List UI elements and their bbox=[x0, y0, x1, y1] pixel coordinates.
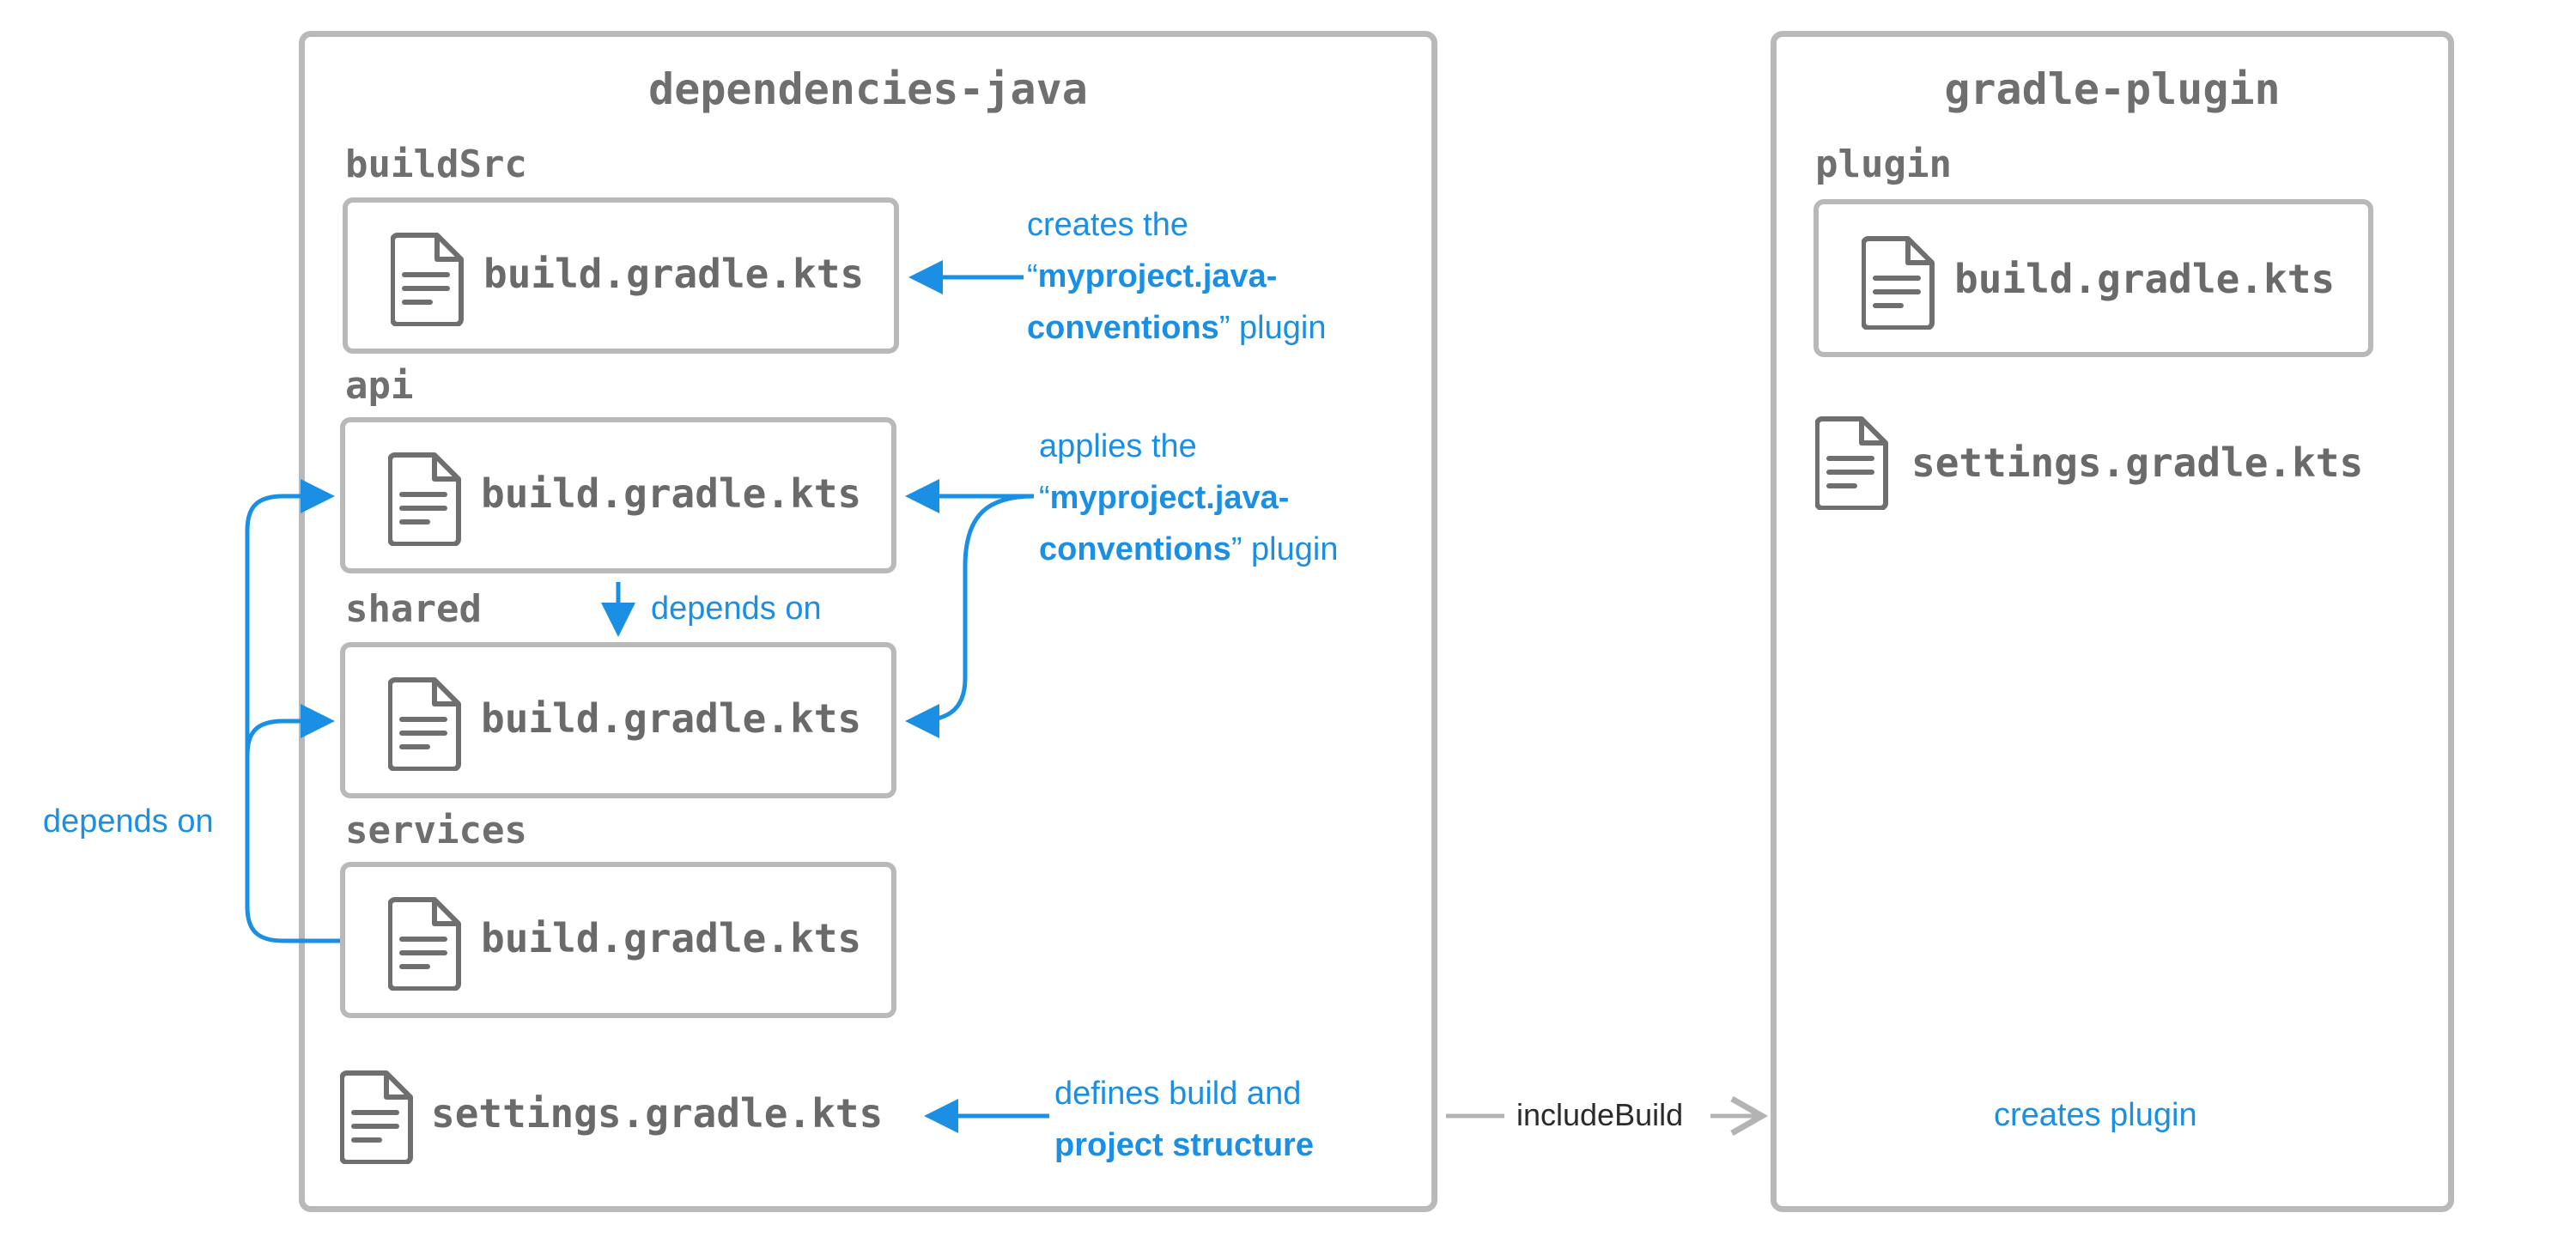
container-title: dependencies-java bbox=[648, 64, 1088, 114]
module-label-buildsrc: buildSrc bbox=[345, 142, 527, 186]
file-name-settings-gradle-kts: settings.gradle.kts bbox=[1911, 440, 2364, 486]
quote-close: ” bbox=[1230, 531, 1242, 567]
quote-open: “ bbox=[1039, 480, 1050, 516]
document-icon bbox=[391, 233, 464, 326]
annotation-line: applies the bbox=[1039, 428, 1197, 464]
quote-open: “ bbox=[1027, 258, 1038, 294]
annotation-bold: project structure bbox=[1054, 1127, 1314, 1163]
module-api: build.gradle.kts bbox=[340, 417, 896, 573]
annotation-depends-on-shared: depends on bbox=[651, 591, 822, 627]
annotation-line: creates the bbox=[1027, 207, 1188, 243]
annotation-defines: defines build and project structure bbox=[1054, 1068, 1314, 1171]
document-icon bbox=[1862, 236, 1935, 330]
document-icon bbox=[388, 677, 461, 771]
file-name-build-gradle-kts: build.gradle.kts bbox=[1954, 256, 2336, 302]
quote-close: ” bbox=[1218, 310, 1230, 346]
module-buildsrc: build.gradle.kts bbox=[343, 197, 899, 354]
container-title: gradle-plugin bbox=[1944, 64, 2281, 114]
plugin-id-part: myproject.java- bbox=[1049, 480, 1290, 516]
annotation-line: defines build and bbox=[1054, 1076, 1302, 1112]
module-label-plugin: plugin bbox=[1815, 142, 1952, 186]
document-icon bbox=[388, 897, 461, 991]
arrow-services-to-api bbox=[245, 479, 340, 943]
arrow-services-to-shared bbox=[245, 704, 335, 756]
annotation-applies: applies the “myproject.java- conventions… bbox=[1039, 421, 1338, 575]
arrow-applies-shared bbox=[905, 494, 1035, 738]
module-services: build.gradle.kts bbox=[340, 862, 896, 1018]
module-label-shared: shared bbox=[345, 587, 482, 631]
file-name-build-gradle-kts: build.gradle.kts bbox=[481, 915, 862, 961]
plugin-id-part: conventions bbox=[1039, 531, 1231, 567]
file-name-settings-gradle-kts: settings.gradle.kts bbox=[431, 1090, 884, 1137]
module-shared: build.gradle.kts bbox=[340, 642, 896, 798]
plugin-id-part: myproject.java- bbox=[1037, 258, 1278, 294]
annotation-creates-plugin: creates plugin bbox=[1994, 1097, 2197, 1133]
annotation-line: conventions” plugin bbox=[1027, 302, 1326, 354]
annotation-tail: plugin bbox=[1230, 310, 1327, 346]
file-name-build-gradle-kts: build.gradle.kts bbox=[483, 251, 865, 297]
annotation-creates: creates the “myproject.java- conventions… bbox=[1027, 199, 1326, 354]
annotation-line: conventions” plugin bbox=[1039, 524, 1338, 575]
module-label-api: api bbox=[345, 364, 414, 408]
annotation-line: project structure bbox=[1054, 1119, 1314, 1171]
document-icon bbox=[1815, 416, 1888, 510]
annotation-depends-on-services: depends on bbox=[43, 803, 214, 840]
module-label-services: services bbox=[345, 809, 527, 852]
label-include-build: includeBuild bbox=[1516, 1097, 1684, 1132]
file-name-build-gradle-kts: build.gradle.kts bbox=[481, 695, 862, 742]
annotation-line: “myproject.java- bbox=[1027, 251, 1326, 302]
annotation-tail: plugin bbox=[1242, 531, 1339, 567]
plugin-id-part: conventions bbox=[1027, 310, 1219, 346]
annotation-line: “myproject.java- bbox=[1039, 472, 1338, 524]
file-name-build-gradle-kts: build.gradle.kts bbox=[481, 470, 862, 517]
document-icon bbox=[340, 1070, 413, 1164]
module-plugin: build.gradle.kts bbox=[1814, 199, 2373, 357]
document-icon bbox=[388, 452, 461, 546]
